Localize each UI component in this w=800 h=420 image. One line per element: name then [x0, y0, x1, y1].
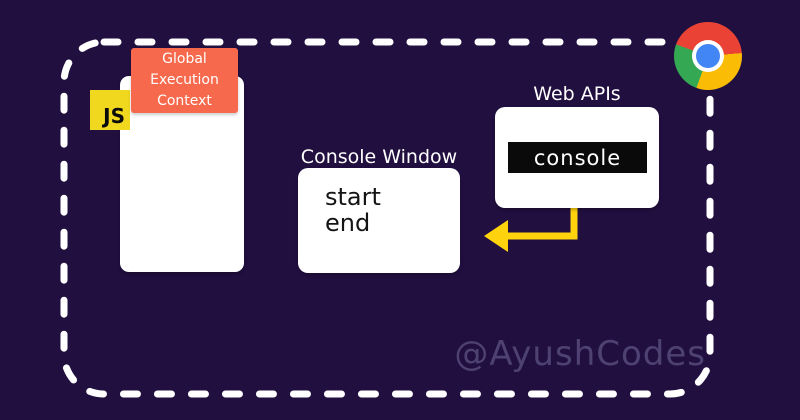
- js-logo: JS: [90, 90, 130, 130]
- chrome-logo-blue-core: [696, 44, 720, 68]
- gec-line: Context: [157, 93, 212, 109]
- web-apis-title: Web APIs: [533, 83, 621, 105]
- console-output-line: start: [325, 183, 381, 211]
- global-execution-context-box: Global Execution Context: [131, 48, 238, 113]
- js-logo-label: JS: [103, 104, 125, 128]
- console-window-panel: start end: [298, 168, 460, 273]
- console-output-line: end: [325, 209, 371, 237]
- console-api-label: console: [533, 145, 622, 170]
- web-apis-panel: console: [495, 107, 659, 208]
- dashed-border: [60, 38, 714, 398]
- console-api-pill: console: [508, 142, 647, 173]
- gec-line: Execution: [150, 72, 219, 88]
- chrome-logo-white-ring: [692, 40, 724, 72]
- console-window-title: Console Window: [300, 146, 458, 168]
- watermark-handle: @AyushCodes: [454, 334, 706, 374]
- left-elbow-arrow-icon: [484, 208, 578, 252]
- gec-line: Global: [162, 51, 207, 67]
- chrome-logo-icon: [674, 22, 742, 90]
